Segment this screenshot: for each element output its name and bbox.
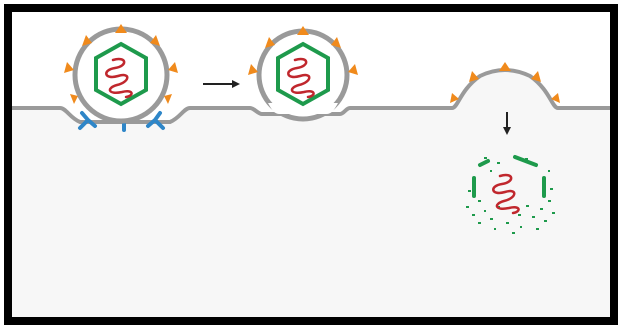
virion-attached [64,24,178,132]
spike-icons [248,26,358,75]
right-arrow-icon [203,80,240,88]
virion-fusing [248,26,358,122]
capsid-fragment-icon [472,155,546,198]
genome-icon [105,57,133,99]
genome-icon [492,173,520,215]
plasma-membrane [12,68,610,124]
capsid-icon [276,41,330,107]
spike-icons [64,24,178,104]
fusion-neck [268,103,338,114]
cytoplasm [12,70,610,317]
capsid-debris-icon [466,157,555,234]
fused-envelope-spikes [450,62,560,103]
uncoating-capsid [466,155,555,234]
down-arrow-icon [503,112,511,135]
capsid-icon [94,41,148,107]
genome-icon [287,57,315,99]
